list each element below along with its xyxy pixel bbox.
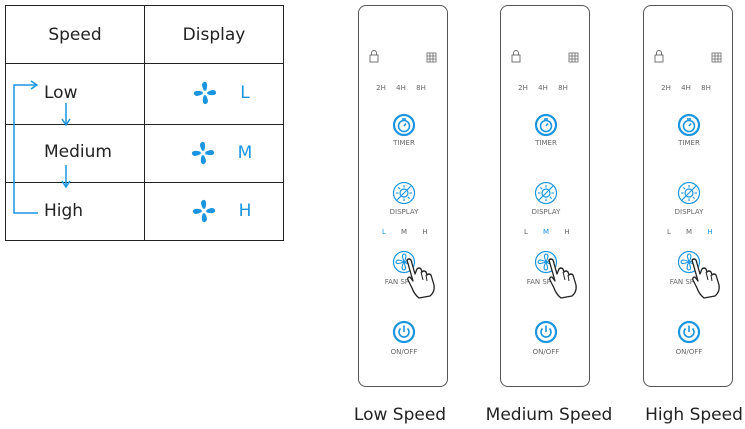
fan-icon [192,199,215,223]
speed-high: High [44,201,84,221]
speed-indicator-m: M [400,228,408,236]
table-header-divider [6,63,283,64]
display-brightness-icon[interactable] [677,181,701,205]
display-low: L [166,80,276,106]
header-display: Display [182,24,246,45]
speed-cycle-arrows [13,80,71,214]
display-high: H [166,198,276,224]
hand-pointer-icon [406,258,435,299]
display-letter-l: L [240,83,250,103]
speed-display-table: Speed Display Low Medium High L M H [5,5,284,241]
display-label: DISPLAY [531,208,561,216]
timer-icon[interactable] [677,113,701,137]
panel-top-icons [654,50,722,63]
speed-low: Low [44,83,78,103]
speed-indicator-m: M [685,228,693,236]
power-icon[interactable] [677,320,701,344]
timer-option[interactable]: 4H [396,84,406,92]
panel-top-icons [511,50,579,63]
speed-indicator-h: H [564,228,570,236]
timer-icon[interactable] [392,113,416,137]
timer-option[interactable]: 8H [701,84,711,92]
panel-caption: High Speed [645,405,743,425]
onoff-label: ON/OFF [390,348,418,356]
control-panel: 2H 4H 8H TIMER DISPLAY L M H FAN SPEED ON/OFF [643,5,733,387]
timer-option[interactable]: 4H [538,84,548,92]
display-letter-h: H [238,201,252,221]
hand-pointer-icon [548,258,577,299]
timer-option[interactable]: 4H [681,84,691,92]
table-row-divider [6,124,283,125]
fan-speed-icon[interactable] [677,250,701,274]
display-medium: M [166,140,276,166]
grid-icon [568,52,579,63]
timer-label: TIMER [678,139,700,147]
lock-icon [511,50,521,63]
grid-icon [426,52,437,63]
table-column-divider [144,6,145,240]
fan-speed-label: FAN SPEED [669,278,709,286]
panel-caption: Low Speed [353,405,447,425]
speed-indicator-l: L [382,228,386,236]
display-brightness-icon[interactable] [392,181,416,205]
timer-icon[interactable] [534,113,558,137]
lock-icon [654,50,664,63]
fan-speed-label: FAN SPEED [384,278,424,286]
fan-speed-label: FAN SPEED [526,278,566,286]
table-row-divider [6,182,283,183]
timer-label: TIMER [393,139,415,147]
header-speed: Speed [48,24,102,45]
timer-option[interactable]: 2H [661,84,671,92]
display-brightness-icon[interactable] [534,181,558,205]
hand-pointer-icon [691,258,720,299]
speed-medium: Medium [44,142,112,162]
speed-indicator-m: M [542,228,550,236]
power-icon[interactable] [534,320,558,344]
onoff-label: ON/OFF [532,348,560,356]
control-panel: 2H 4H 8H TIMER DISPLAY L M H FAN SPEED ON/OFF [500,5,590,387]
onoff-label: ON/OFF [675,348,703,356]
panel-caption: Medium Speed [485,405,613,425]
fan-icon [191,141,214,165]
timer-option[interactable]: 2H [376,84,386,92]
speed-indicator-l: L [524,228,528,236]
display-letter-m: M [237,143,253,163]
timer-label: TIMER [535,139,557,147]
lock-icon [369,50,379,63]
timer-option[interactable]: 2H [518,84,528,92]
timer-option[interactable]: 8H [416,84,426,92]
timer-option[interactable]: 8H [558,84,568,92]
fan-icon [194,81,217,105]
panel-top-icons [369,50,437,63]
grid-icon [711,52,722,63]
power-icon[interactable] [392,320,416,344]
display-label: DISPLAY [389,208,419,216]
control-panel: 2H 4H 8H TIMER DISPLAY L M H FAN SPEED ON/OFF [358,5,448,387]
speed-indicator-h: H [422,228,428,236]
display-label: DISPLAY [674,208,704,216]
speed-indicator-h: H [707,228,713,236]
speed-indicator-l: L [667,228,671,236]
